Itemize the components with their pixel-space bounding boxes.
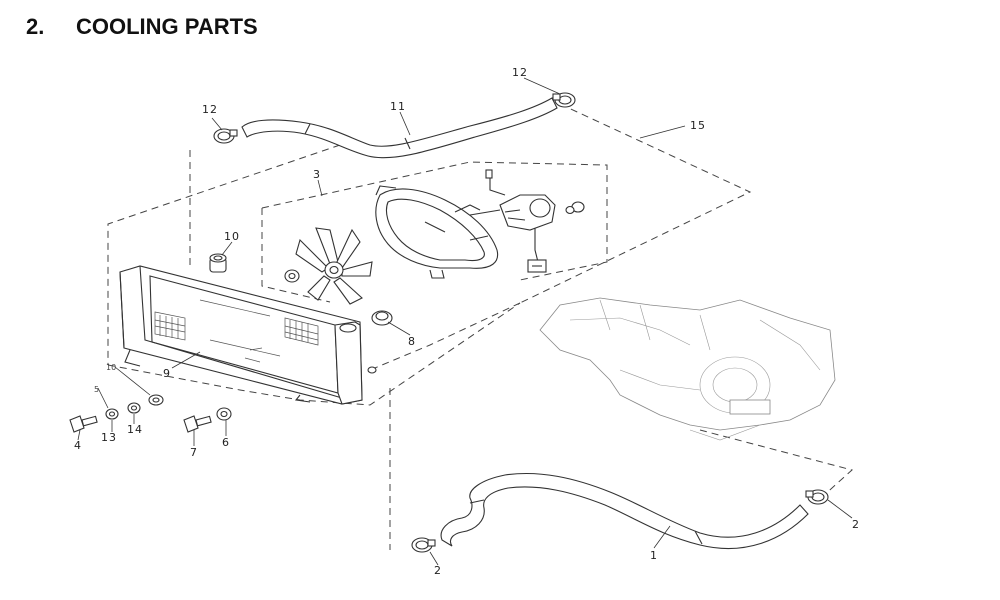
callout-7: 7 — [190, 446, 198, 459]
callout-10-top: 10 — [224, 230, 240, 243]
leader-lines — [77, 77, 853, 566]
motor-bolt — [565, 201, 585, 215]
callout-2-right: 2 — [852, 518, 860, 531]
hose-clamp-lower-left — [411, 537, 436, 553]
callout-6: 6 — [222, 436, 230, 449]
engine-block — [539, 297, 836, 441]
hose-clamp-upper-right — [552, 92, 576, 108]
section-title: COOLING PARTS — [76, 14, 258, 39]
callout-12-left: 12 — [202, 103, 218, 116]
callout-5: 5 — [94, 385, 99, 394]
callout-9: 9 — [163, 367, 171, 380]
bolt-left — [69, 415, 98, 433]
callout-10-left: 10 — [106, 363, 116, 372]
callout-3: 3 — [313, 168, 321, 181]
fan-motor — [469, 169, 556, 273]
callout-4: 4 — [74, 439, 82, 452]
cooling-fan — [295, 227, 373, 305]
callout-15: 15 — [690, 119, 706, 132]
callout-13: 13 — [101, 431, 117, 444]
section-heading: 2. COOLING PARTS — [26, 14, 258, 40]
assembly-outline-fan-motor — [261, 161, 608, 303]
callout-labels: 12 12 11 15 3 10 8 9 10 5 4 13 14 7 6 1 … — [74, 66, 860, 577]
hose-clamp-upper-left — [213, 128, 238, 144]
radiator-hose-lower — [440, 472, 809, 550]
fan-nut — [284, 269, 300, 283]
grommet-top — [209, 253, 227, 273]
callout-11: 11 — [390, 100, 406, 113]
callout-14: 14 — [127, 423, 143, 436]
section-number: 2. — [26, 14, 45, 39]
callout-1: 1 — [650, 549, 658, 562]
bolt-right — [183, 415, 212, 433]
radiator-cap — [371, 310, 393, 326]
assembly-outline-fan-group — [107, 103, 752, 406]
callout-12-right: 12 — [512, 66, 528, 79]
fan-shroud — [375, 185, 499, 279]
radiator-hose-upper — [241, 97, 558, 159]
washer — [105, 408, 119, 420]
leader-lines-dashed — [189, 150, 854, 550]
hose-clamp-lower-right — [805, 489, 829, 505]
callout-8: 8 — [408, 335, 416, 348]
collar — [216, 407, 232, 421]
radiator — [119, 265, 377, 405]
grommet-left — [148, 394, 164, 406]
nut — [127, 402, 141, 414]
callout-2-left: 2 — [434, 564, 442, 577]
